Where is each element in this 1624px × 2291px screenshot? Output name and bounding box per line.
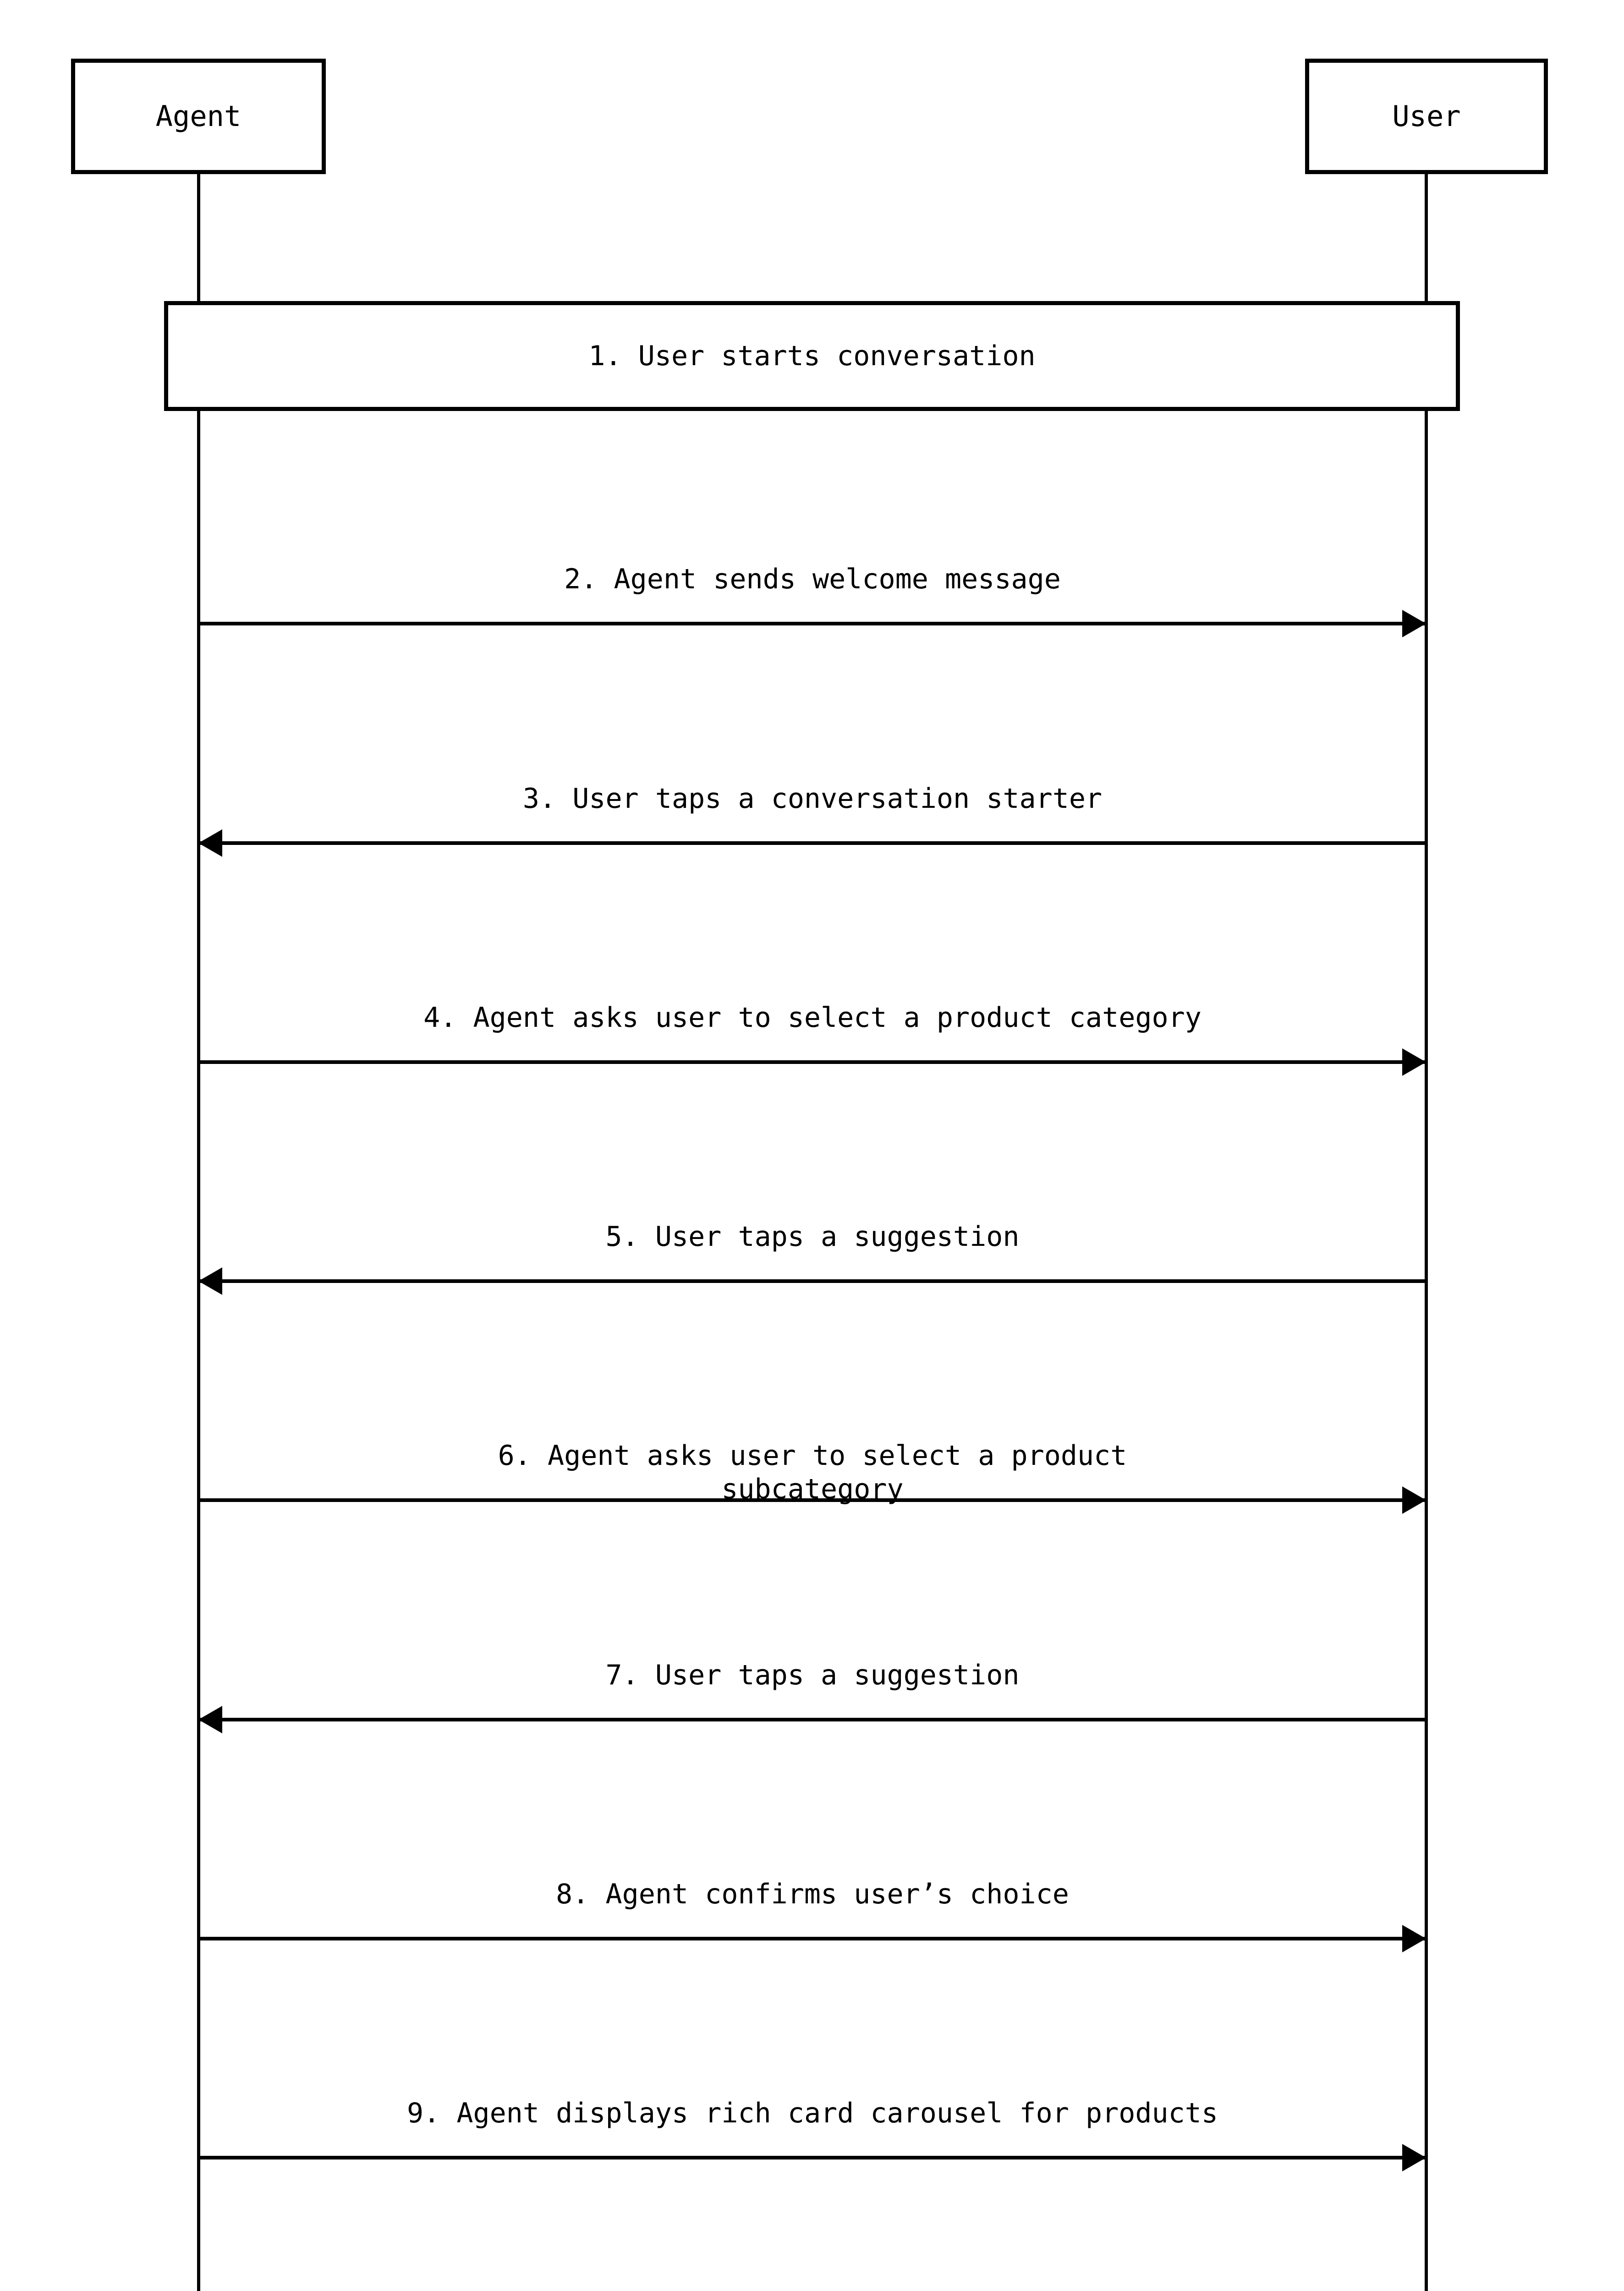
message-9-line [198, 2156, 1426, 2159]
message-2-label: 2. Agent sends welcome message [564, 563, 1061, 595]
message-6-arrowhead [1402, 1486, 1426, 1514]
lifeline-user [1425, 172, 1428, 2291]
message-2-line [198, 622, 1426, 625]
message-3-label: 3. User taps a conversation starter [522, 783, 1103, 815]
message-4-label: 4. Agent asks user to select a product c… [423, 1002, 1202, 1034]
message-7-line [198, 1718, 1426, 1721]
message-2-arrowhead [1402, 610, 1426, 637]
message-6-line [198, 1498, 1426, 1502]
message-5-label: 5. User taps a suggestion [605, 1221, 1020, 1253]
message-4-line [198, 1060, 1426, 1064]
message-8-arrowhead [1402, 1925, 1426, 1952]
message-5-line [198, 1279, 1426, 1283]
lifeline-agent [197, 174, 200, 2291]
note-user-starts-conversation[interactable]: 1. User starts conversation [164, 301, 1460, 411]
message-4-arrowhead [1402, 1048, 1426, 1076]
message-9-label: 9. Agent displays rich card carousel for… [406, 2097, 1218, 2129]
message-8-line [198, 1937, 1426, 1940]
actor-user-top-label: User [1392, 99, 1461, 133]
message-8-label: 8. Agent confirms user’s choice [556, 1878, 1069, 1910]
message-9-arrowhead [1402, 2144, 1426, 2171]
note-label: 1. User starts conversation [588, 340, 1036, 372]
message-3-arrowhead [198, 829, 222, 857]
message-5-arrowhead [198, 1267, 222, 1295]
message-3-line [198, 841, 1426, 845]
actor-agent-top-label: Agent [155, 99, 241, 133]
message-7-label: 7. User taps a suggestion [605, 1659, 1020, 1691]
message-6-label: 6. Agent asks user to select a product s… [498, 1440, 1127, 1506]
message-7-arrowhead [198, 1706, 222, 1733]
actor-agent-top[interactable]: Agent [71, 59, 326, 174]
actor-user-top[interactable]: User [1305, 59, 1548, 174]
